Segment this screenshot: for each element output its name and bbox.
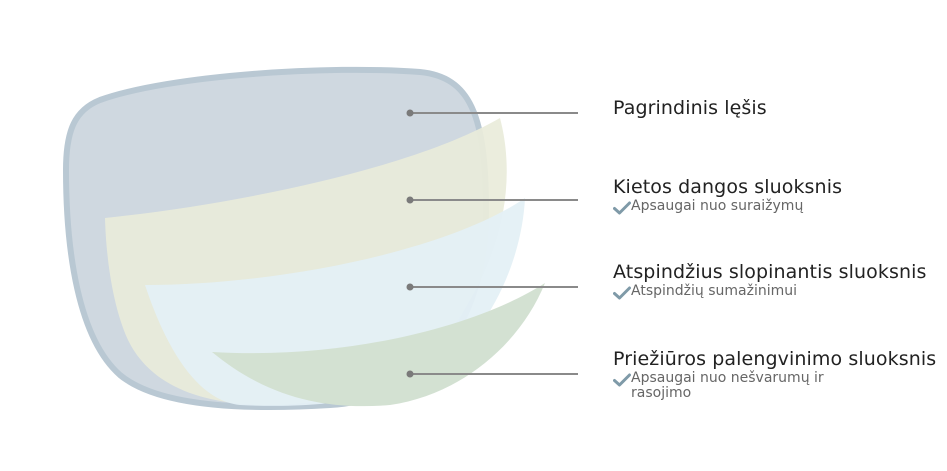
check-icon xyxy=(613,201,631,215)
layer-benefit: Apsaugai nuo nešvarumų ir rasojimo xyxy=(613,371,936,401)
easy-clean-shape xyxy=(212,283,545,407)
layer-title: Priežiūros palengvinimo sluoksnis xyxy=(613,348,937,370)
layer-benefit: Atspindžių sumažinimui xyxy=(613,284,927,300)
dot-icon xyxy=(406,196,414,204)
benefit-text: Atspindžių sumažinimui xyxy=(631,283,797,299)
layer-title: Kietos dangos sluoksnis xyxy=(613,176,843,198)
layer-title: Atspindžius slopinantis sluoksnis xyxy=(613,261,927,283)
check-icon xyxy=(613,373,631,387)
layer-benefit: Apsaugai nuo suraižymų xyxy=(613,199,876,215)
benefit-text: Apsaugai nuo suraižymų xyxy=(631,198,804,214)
dot-icon xyxy=(406,109,414,117)
benefit-text: Apsaugai nuo nešvarumų ir rasojimo xyxy=(631,370,824,401)
layer-label-easy-clean: Priežiūros palengvinimo sluoksnis Apsaug… xyxy=(613,348,936,401)
layer-title: Pagrindinis lęšis xyxy=(613,97,767,119)
dot-icon xyxy=(406,283,414,291)
layer-label-hard-coat: Kietos dangos sluoksnis Apsaugai nuo sur… xyxy=(613,176,876,215)
layer-label-base-lens: Pagrindinis lęšis xyxy=(613,97,767,119)
dot-icon xyxy=(406,370,414,378)
check-icon xyxy=(613,286,631,300)
layer-label-anti-reflective: Atspindžius slopinantis sluoksnis Atspin… xyxy=(613,261,927,300)
